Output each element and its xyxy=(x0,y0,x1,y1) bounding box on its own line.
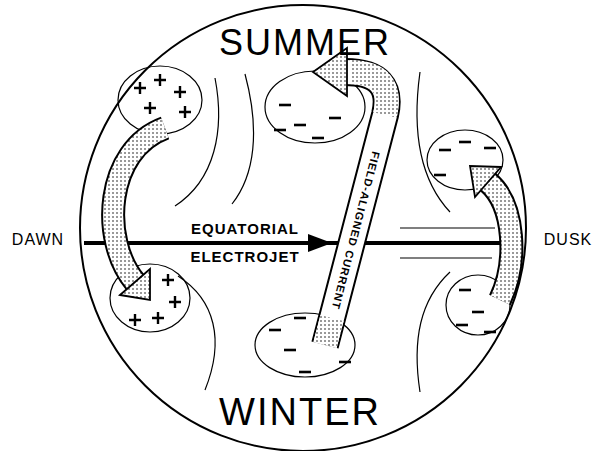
contour xyxy=(255,313,355,377)
contour xyxy=(178,276,215,390)
equipotential-contours xyxy=(110,66,510,392)
minus-sign xyxy=(456,324,468,327)
plus-sign xyxy=(144,102,156,114)
minus-sign xyxy=(294,317,306,320)
minus-sign xyxy=(439,149,451,152)
electrojet-arrowhead xyxy=(308,234,332,252)
contour xyxy=(232,74,254,204)
arrow-band xyxy=(488,182,511,300)
electrojet-line xyxy=(84,241,522,245)
minus-sign xyxy=(269,329,281,332)
minus-sign xyxy=(279,104,291,107)
arrow-head xyxy=(120,269,150,300)
minus-sign xyxy=(484,147,496,150)
contour xyxy=(417,72,450,212)
plus-sign xyxy=(169,296,181,308)
minus-sign xyxy=(484,331,496,334)
local-time-label: DAWN xyxy=(12,231,64,249)
plus-sign xyxy=(162,274,174,286)
minus-sign xyxy=(434,174,446,177)
minus-sign xyxy=(329,117,341,120)
minus-sign xyxy=(284,349,296,352)
current-label: FIELD-ALIGNED CURRENT xyxy=(328,148,383,313)
minus-sign xyxy=(274,129,286,132)
globe-outline xyxy=(80,5,526,451)
dusk-current-arrow xyxy=(470,166,511,300)
plus-sign xyxy=(179,106,191,118)
contour xyxy=(400,227,495,228)
local-time-label: DUSK xyxy=(544,231,592,249)
minus-sign xyxy=(339,361,351,364)
arrow-band xyxy=(325,72,387,345)
current-label: EQUATORIAL ELECTROJET xyxy=(183,215,308,271)
arrow-band-outline xyxy=(113,128,165,282)
minus-sign xyxy=(459,289,471,292)
plus-sign xyxy=(134,82,146,94)
contour xyxy=(417,272,450,392)
contour xyxy=(175,78,219,206)
minus-sign xyxy=(294,124,306,127)
field-aligned-arrow xyxy=(313,48,387,345)
plus-sign xyxy=(154,74,166,86)
minus-sign xyxy=(472,311,484,314)
dawn-current-arrow xyxy=(113,128,165,300)
arrow-band-outline xyxy=(488,182,511,300)
contour xyxy=(400,257,492,258)
minus-sign xyxy=(312,137,324,140)
arrow-head xyxy=(470,166,501,197)
plus-sign xyxy=(129,314,141,326)
arrow-band xyxy=(113,128,165,282)
hemisphere-label: WINTER xyxy=(219,390,381,434)
hemisphere-label: SUMMER xyxy=(219,22,391,63)
plus-sign xyxy=(174,86,186,98)
arrow-band-stipple xyxy=(325,318,332,345)
minus-sign xyxy=(459,141,471,144)
minus-sign xyxy=(299,371,311,374)
plus-sign xyxy=(152,312,164,324)
arrow-band-stipple xyxy=(350,72,387,115)
arrow-band-outline xyxy=(325,72,387,345)
